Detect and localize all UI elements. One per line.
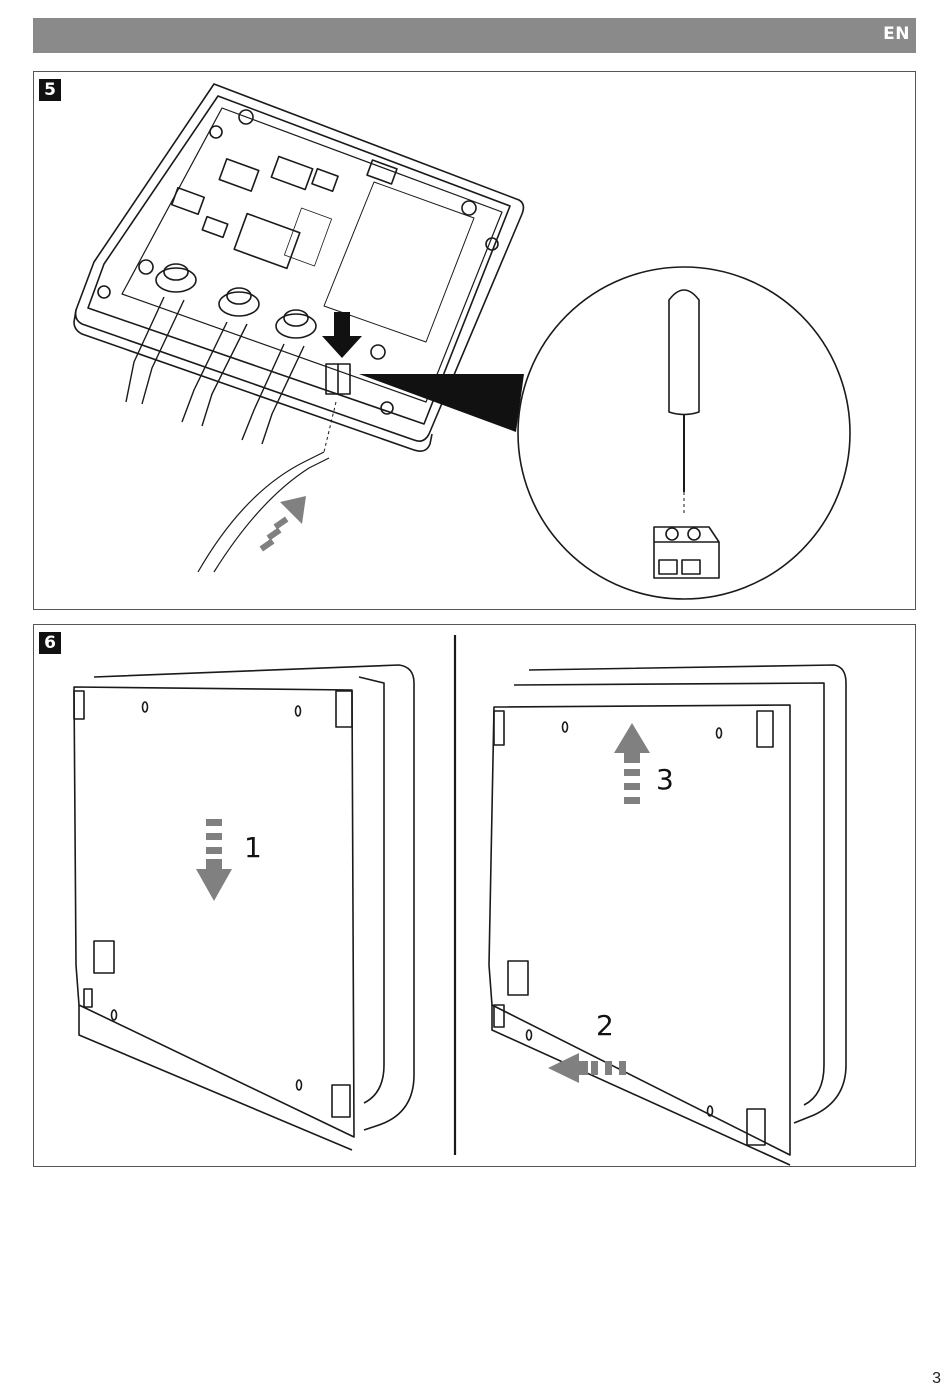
step-5-panel: 5 <box>33 71 916 610</box>
step-5-illustration <box>34 72 915 609</box>
header-bar: EN <box>33 18 916 53</box>
left-clip-br <box>332 1085 350 1117</box>
arrow-2-left <box>548 1053 626 1083</box>
step-6-label-2: 2 <box>596 1009 614 1042</box>
right-slot-1 <box>508 961 528 995</box>
step-6-panel: 6 <box>33 624 916 1167</box>
chip-1 <box>219 159 258 191</box>
left-slot-1 <box>94 941 114 973</box>
screw-4 <box>371 345 385 359</box>
language-code: EN <box>883 24 910 44</box>
arrow-3-up <box>614 723 650 804</box>
chip-2 <box>271 157 312 190</box>
right-clip-tr <box>757 711 773 747</box>
step-6-illustration <box>34 625 915 1166</box>
step-6-label-3: 3 <box>656 763 674 796</box>
screw-2 <box>462 201 476 215</box>
chip-4 <box>367 160 397 184</box>
insert-arrow-black <box>322 312 362 358</box>
chip-3 <box>312 169 338 192</box>
chip-5 <box>172 188 204 214</box>
wire-direction-arrow-gray <box>260 496 306 551</box>
screw-3 <box>139 260 153 274</box>
right-clip-tl <box>494 711 504 745</box>
controller-left <box>74 665 414 1150</box>
arrow-1-down <box>196 819 232 901</box>
screwdriver <box>669 290 699 516</box>
cable-terminals <box>156 264 316 338</box>
chip-7 <box>202 217 227 238</box>
chip-8 <box>284 208 331 266</box>
step-6-label-1: 1 <box>244 831 262 864</box>
chip-6 <box>234 214 300 269</box>
page-number: 3 <box>932 1370 941 1388</box>
terminal-block-enlarged <box>654 527 719 578</box>
right-clip-br <box>747 1109 765 1145</box>
left-clip-tr <box>336 691 352 727</box>
left-clip-tl <box>74 691 84 719</box>
controller-right <box>489 665 846 1165</box>
